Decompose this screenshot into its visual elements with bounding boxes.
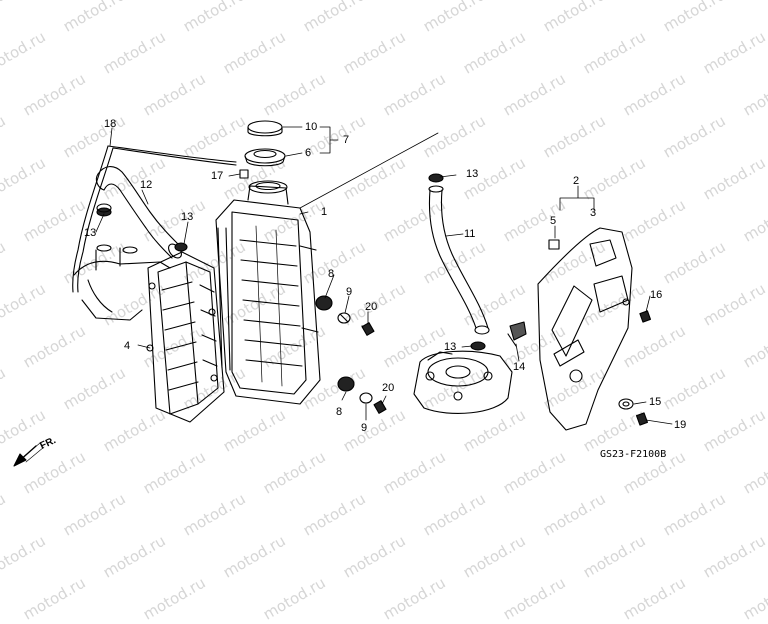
watermark-text: motod.ru	[140, 573, 209, 624]
callout-4: 4	[124, 340, 131, 352]
part-3-radiator-shroud	[537, 227, 633, 431]
part-16-bolt	[639, 310, 652, 323]
part-18-overflow-tube	[72, 145, 237, 293]
part-13-hose-clamp-right	[428, 173, 486, 351]
callout-7: 7	[343, 134, 350, 146]
watermark-text: motod.ru	[740, 573, 768, 624]
part-15-grommet	[618, 398, 634, 410]
part-13-hose-clamp-left	[96, 203, 188, 252]
callout-11: 11	[464, 228, 476, 240]
callout-19: 19	[674, 419, 687, 431]
callout-13-b: 13	[181, 211, 194, 223]
callout-14: 14	[513, 361, 526, 373]
front-arrow-icon	[13, 442, 45, 467]
callout-9-a: 9	[346, 286, 353, 298]
callout-2: 2	[573, 175, 580, 187]
callout-13-a: 13	[84, 227, 97, 239]
part-14-clip	[507, 321, 527, 347]
part-5-tag	[548, 239, 560, 250]
callout-8-b: 8	[336, 406, 343, 418]
callout-9-b: 9	[361, 422, 368, 434]
leader-lines	[95, 126, 673, 425]
callout-10: 10	[305, 121, 318, 133]
callout-13-d: 13	[444, 341, 457, 353]
part-12-upper-hose	[95, 166, 182, 259]
callout-1: 1	[321, 206, 328, 218]
callout-18: 18	[104, 118, 117, 130]
callout-12: 12	[140, 179, 153, 191]
part-17-fitting	[239, 169, 249, 179]
part-1-radiator	[215, 180, 321, 405]
watermark-text: motod.ru	[260, 573, 329, 624]
watermark-text: motod.ru	[500, 573, 569, 624]
part-19-bolt	[635, 412, 649, 426]
part-8-9-20-lower-mount	[337, 376, 387, 414]
part-11-lower-hose	[428, 185, 490, 335]
callout-17: 17	[211, 170, 224, 182]
callout-16: 16	[650, 289, 663, 301]
callout-5: 5	[550, 215, 557, 227]
callout-6: 6	[305, 147, 312, 159]
callout-8-a: 8	[328, 268, 335, 280]
callout-20-b: 20	[382, 382, 395, 394]
part-10-6-radiator-cap	[244, 120, 286, 167]
watermark-text: motod.ru	[20, 573, 89, 624]
callout-20-a: 20	[365, 301, 378, 313]
watermark-text: motod.ru	[380, 573, 449, 624]
cylinder-head	[413, 350, 513, 414]
watermark-text: motod.ru	[620, 573, 689, 624]
callout-15: 15	[649, 396, 662, 408]
diagram-drawing	[13, 120, 673, 467]
diagram-code: GS23-F2100B	[600, 449, 667, 460]
part-8-9-20-upper-mount	[315, 295, 375, 336]
callout-3: 3	[590, 207, 597, 219]
engine-outline-left	[73, 244, 171, 321]
part-4-radiator-guard	[146, 251, 225, 423]
callout-13-c: 13	[466, 168, 479, 180]
